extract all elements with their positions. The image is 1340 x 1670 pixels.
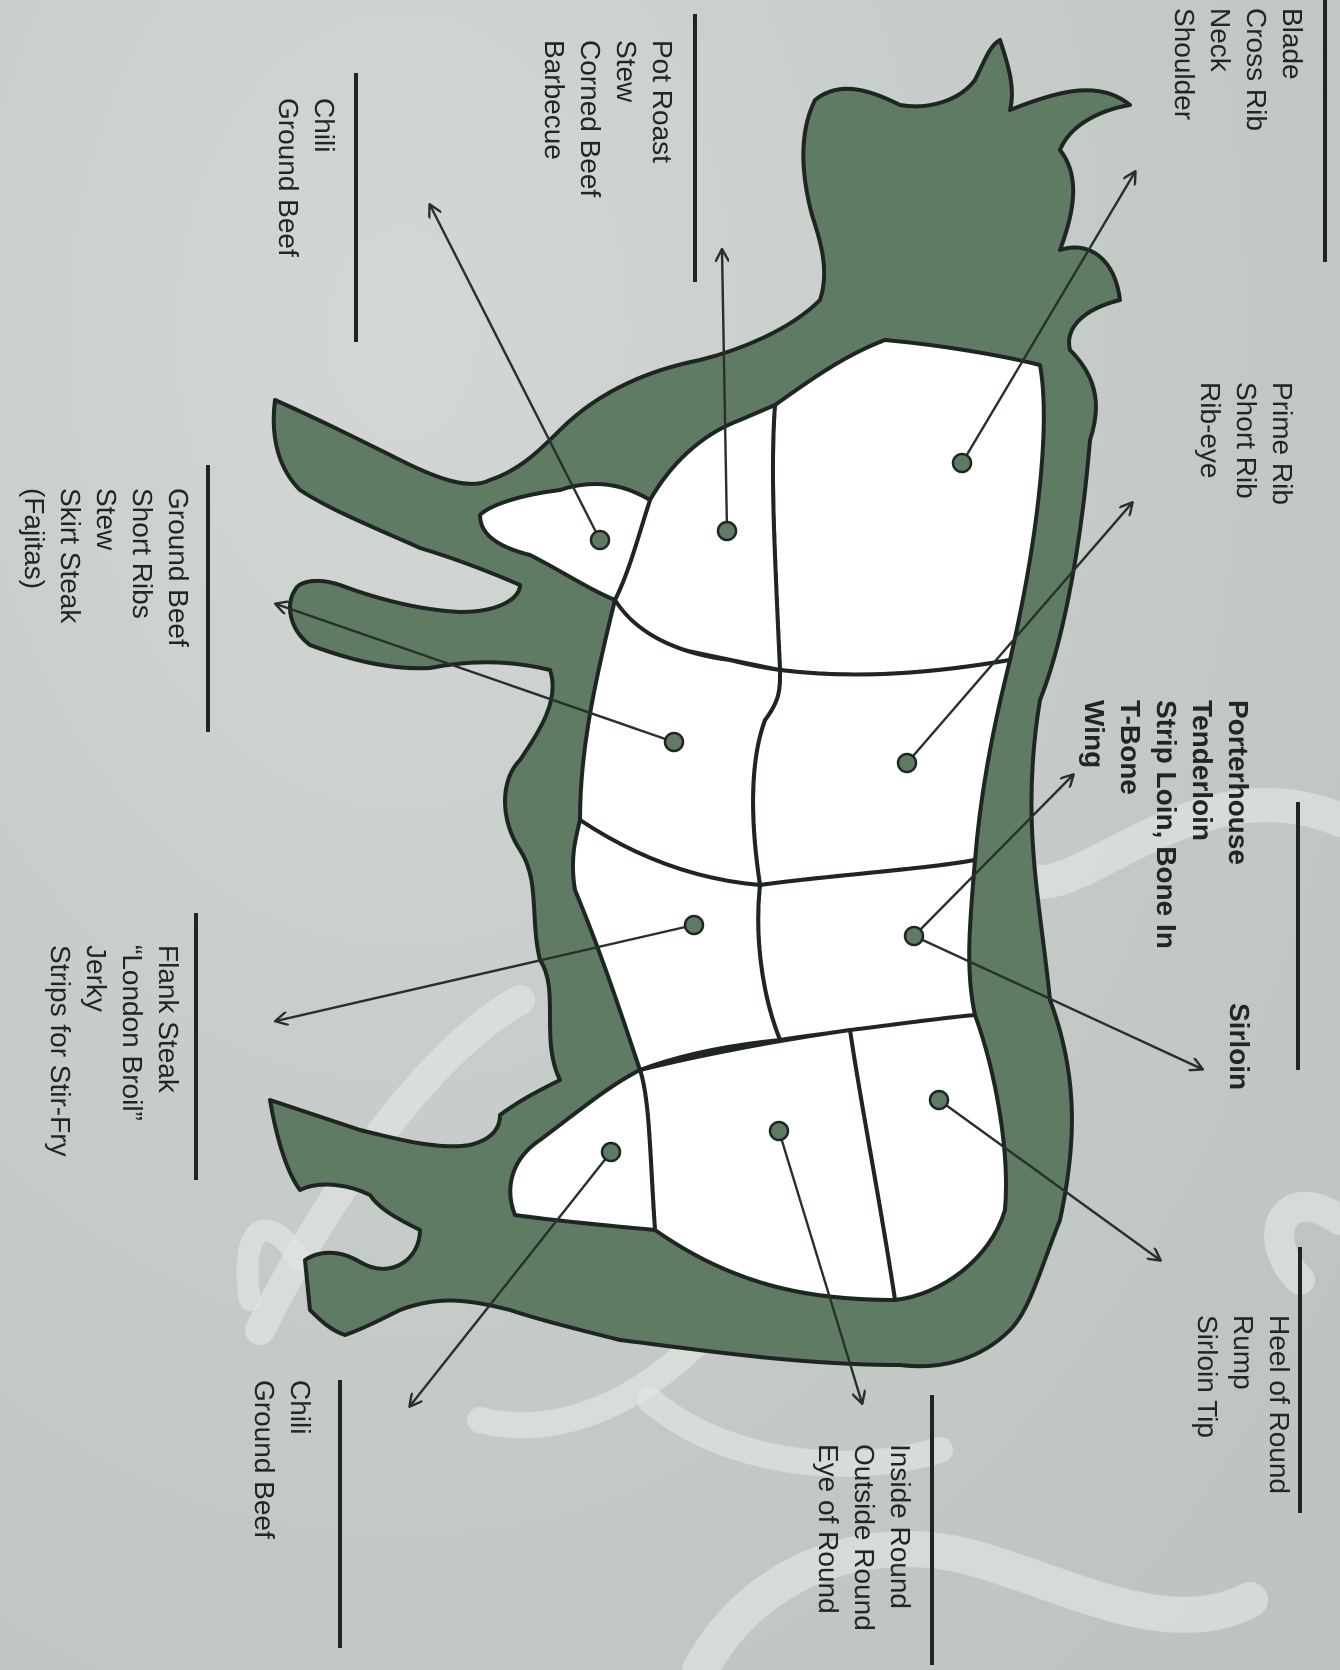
label-short-loin: Porterhouse Tenderloin Strip Loin, Bone … [1076,700,1256,949]
label-line: Shoulder [1166,8,1202,131]
label-line: “London Broil” [114,945,150,1157]
dot-heel [930,1091,948,1109]
label-chuck: Blade Cross Rib Neck Shoulder [1166,8,1310,131]
label-flank: Flank Steak “London Broil” Jerky Strips … [42,945,186,1157]
label-line: Prime Rib [1264,382,1300,505]
label-line: Chili [282,1380,318,1539]
label-line: Pot Roast [644,40,680,197]
dot-round [770,1122,788,1140]
label-line: Neck [1202,8,1238,131]
label-line: Cross Rib [1238,8,1274,131]
label-line: Rib-eye [1192,382,1228,505]
label-shank-rear: Chili Ground Beef [246,1380,318,1539]
label-line: Rump [1225,1315,1261,1494]
label-line: Ground Beef [160,488,196,647]
label-line: Heel of Round [1261,1315,1297,1494]
label-plate: Ground Beef Short Ribs Stew Skirt Steak … [16,488,196,647]
label-line: Ground Beef [270,98,306,257]
label-line: Outside Round [846,1444,882,1631]
label-brisket: Pot Roast Stew Corned Beef Barbecue [536,40,680,197]
label-line: Flank Steak [150,945,186,1157]
label-line: Skirt Steak [52,488,88,647]
label-line: Short Ribs [124,488,160,647]
dot-plate [665,733,683,751]
label-line: Blade [1274,8,1310,131]
dot-rib [898,754,916,772]
label-line: Stew [608,40,644,197]
label-line: Chili [306,98,342,257]
label-line: Strip Loin, Bone In [1148,700,1184,949]
dot-shank-front [591,531,609,549]
label-line: Sirloin [1221,1003,1257,1090]
label-line: Sirloin Tip [1189,1315,1225,1494]
label-line: (Fajitas) [16,488,52,647]
label-line: Short Rib [1228,382,1264,505]
dot-brisket [718,522,736,540]
label-line: Wing [1076,700,1112,949]
cut-region-rib [753,660,1010,885]
label-line: Porterhouse [1220,700,1256,949]
label-line: Stew [88,488,124,647]
label-round: Inside Round Outside Round Eye of Round [810,1444,918,1631]
label-line: Strips for Stir-Fry [42,945,78,1157]
label-rib: Prime Rib Short Rib Rib-eye [1192,382,1300,505]
label-line: Barbecue [536,40,572,197]
dot-flank [685,916,703,934]
label-line: Ground Beef [246,1380,282,1539]
cut-region-chuck [773,340,1044,675]
label-sirloin: Sirloin [1221,1003,1257,1090]
label-line: Corned Beef [572,40,608,197]
dot-shank-rear [602,1143,620,1161]
label-line: Eye of Round [810,1444,846,1631]
label-line: Tenderloin [1184,700,1220,949]
label-line: Inside Round [882,1444,918,1631]
dot-chuck [953,454,971,472]
label-line: T-Bone [1112,700,1148,949]
label-line: Jerky [78,945,114,1157]
dot-short-loin [905,927,923,945]
label-heel: Heel of Round Rump Sirloin Tip [1189,1315,1297,1494]
label-shank-front: Chili Ground Beef [270,98,342,257]
